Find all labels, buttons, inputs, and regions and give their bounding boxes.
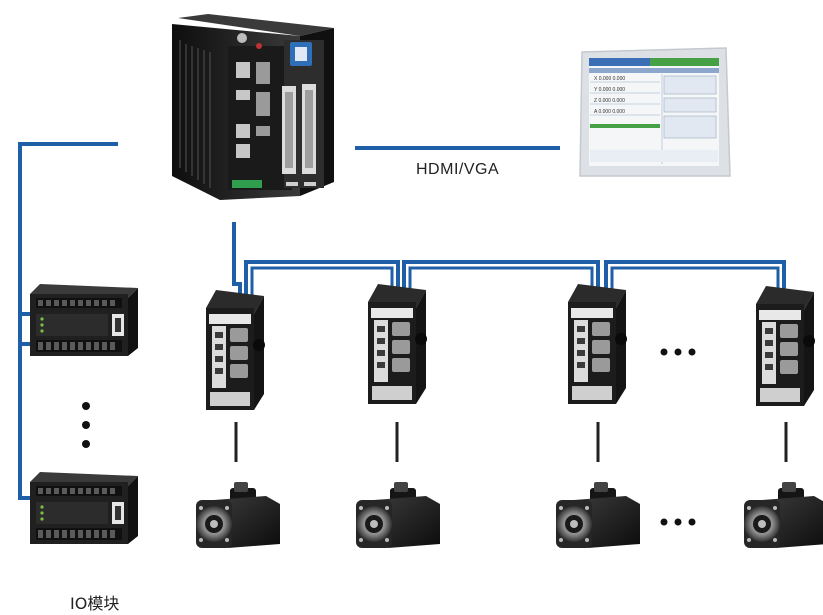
hmi-axis-x: X 0.000 0.000 xyxy=(594,76,625,82)
io-bus-link-3 xyxy=(18,344,34,500)
drive-return-2-3 xyxy=(408,266,594,292)
more-drives-ellipsis xyxy=(660,348,696,356)
servo-motor-icon xyxy=(356,482,440,548)
servo-drive-icon xyxy=(206,290,265,410)
servo-drive-icon xyxy=(756,286,815,406)
io-bus-link-1 xyxy=(18,142,118,316)
servo-motor-icon xyxy=(556,482,640,548)
hdmi-vga-label: HDMI/VGA xyxy=(416,161,500,178)
drive-return-1-2 xyxy=(250,266,394,298)
servo-motor-icon xyxy=(196,482,280,548)
servo-drive-icon xyxy=(368,284,427,404)
drive-motor-cables xyxy=(234,422,788,462)
drive-link-1-2 xyxy=(244,260,400,298)
servo-motor-icon xyxy=(744,482,823,548)
servo-drive-icon xyxy=(568,284,627,404)
hmi-axis-y: Y 0.000 0.000 xyxy=(594,87,625,93)
hmi-axis-a: A 0.000 0.000 xyxy=(594,109,625,115)
more-motors-ellipsis xyxy=(660,518,696,526)
touch-monitor-icon: X 0.000 0.000 Y 0.000 0.000 Z 0.000 0.00… xyxy=(579,47,731,177)
drive-link-3-4 xyxy=(604,260,786,294)
hmi-axis-z: Z 0.000 0.000 xyxy=(594,98,625,104)
plc-io-module-icon xyxy=(30,472,138,544)
ethercat-connections xyxy=(18,142,786,500)
io-module-label: IO模块 xyxy=(70,594,120,613)
more-io-modules-ellipsis xyxy=(82,402,90,448)
controller-to-drive-1 xyxy=(232,222,242,298)
drive-link-2-3 xyxy=(402,260,600,292)
plc-io-module-icon xyxy=(30,284,138,356)
drive-return-3-4 xyxy=(610,266,780,294)
industrial-pc-icon xyxy=(172,14,334,200)
